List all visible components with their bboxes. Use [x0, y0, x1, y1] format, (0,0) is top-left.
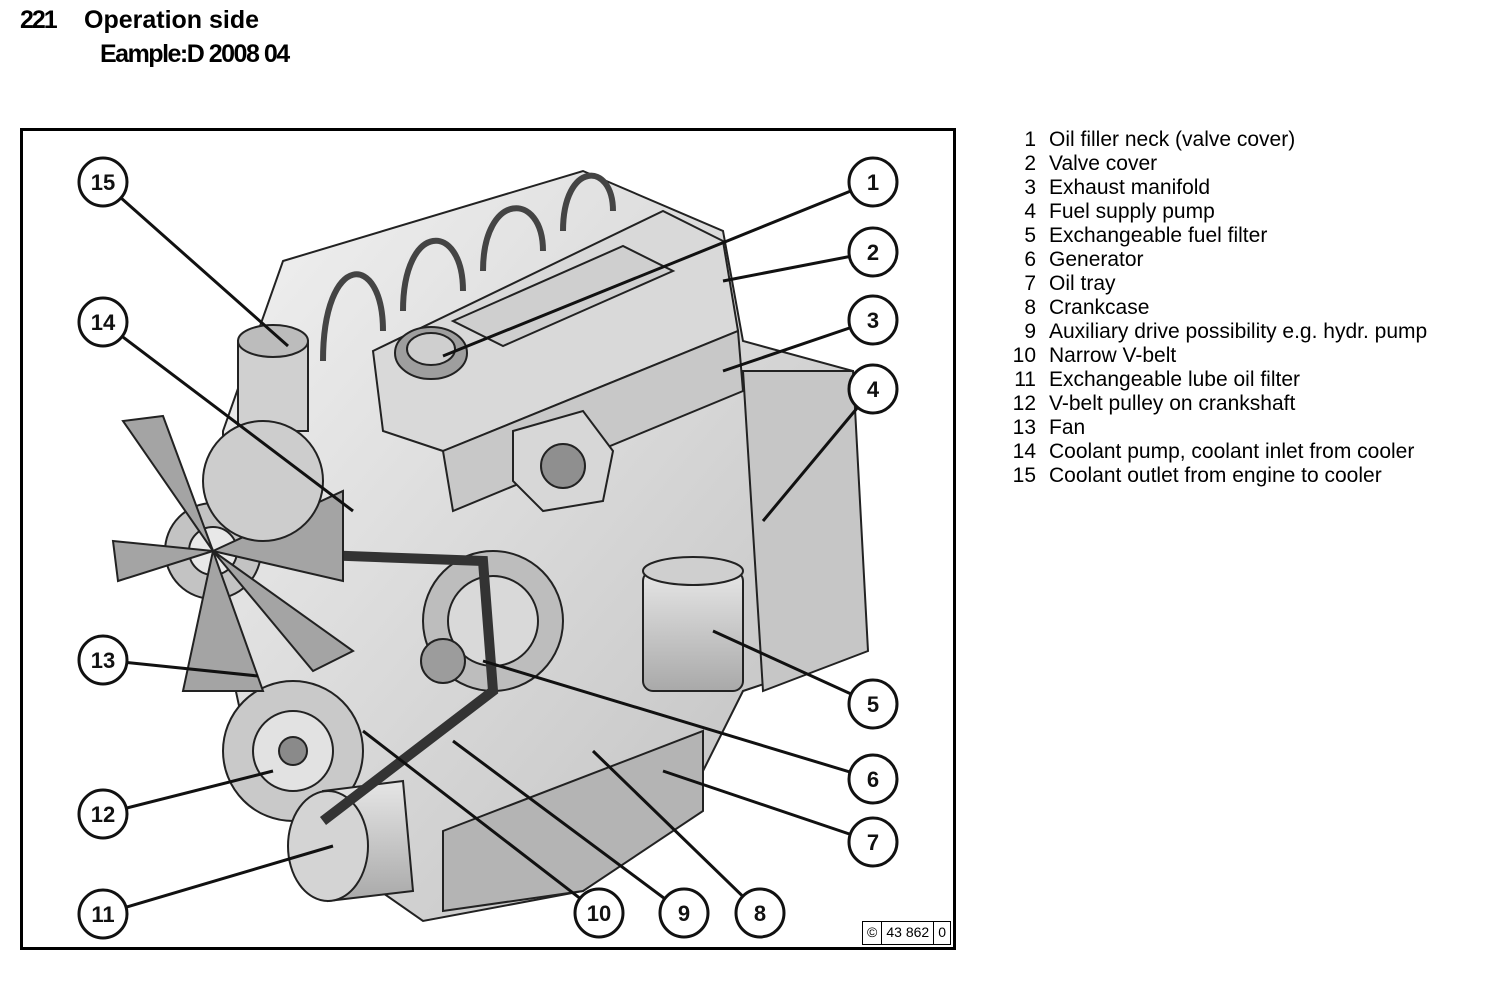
legend-text: Coolant pump, coolant inlet from cooler — [1049, 440, 1415, 463]
legend-text: Valve cover — [1049, 152, 1158, 175]
legend-text: Oil tray — [1049, 272, 1116, 295]
legend-item: 1 Oil filler neck (valve cover) — [1010, 128, 1427, 152]
engine-illustration: 15 14 13 12 11 1 2 3 4 5 6 7 10 9 8 — [77, 156, 899, 940]
legend-text: Oil filler neck (valve cover) — [1049, 128, 1296, 151]
legend-text: Generator — [1049, 248, 1144, 271]
svg-text:12: 12 — [91, 802, 115, 827]
svg-text:10: 10 — [587, 901, 611, 926]
legend-number: 9 — [1024, 320, 1036, 343]
svg-text:14: 14 — [91, 310, 116, 335]
callout-8: 8 — [734, 887, 786, 939]
leader-lines — [102, 180, 875, 916]
callout-4: 4 — [847, 363, 899, 415]
legend-number: 6 — [1024, 248, 1036, 271]
svg-text:15: 15 — [91, 170, 115, 195]
legend-number: 14 — [1012, 440, 1036, 463]
svg-text:5: 5 — [867, 692, 879, 717]
svg-text:13: 13 — [91, 648, 115, 673]
legend-text: Narrow V-belt — [1049, 344, 1177, 367]
legend-item: 8 Crankcase — [1010, 296, 1427, 320]
svg-text:2: 2 — [867, 240, 879, 265]
figure-id: 43 862 — [882, 922, 935, 944]
svg-text:1: 1 — [867, 170, 879, 195]
legend-text: Fuel supply pump — [1049, 200, 1215, 223]
callout-11: 11 — [77, 888, 129, 940]
legend-number: 15 — [1012, 464, 1036, 487]
callout-10: 10 — [573, 887, 625, 939]
legend-text: Coolant outlet from engine to cooler — [1049, 464, 1382, 487]
callout-15: 15 — [77, 156, 129, 208]
legend-text: Fan — [1049, 416, 1086, 439]
callout-2: 2 — [847, 226, 899, 278]
legend-item: 13 Fan — [1010, 416, 1427, 440]
figure-revision: 0 — [938, 924, 946, 940]
svg-text:9: 9 — [678, 901, 690, 926]
callout-9: 9 — [658, 887, 710, 939]
callout-13: 13 — [77, 634, 129, 686]
page-title: Operation side — [84, 6, 260, 34]
legend-text: Exchangeable lube oil filter — [1049, 368, 1300, 391]
legend-item: 14 Coolant pump, coolant inlet from coole… — [1010, 440, 1427, 464]
legend-number: 13 — [1012, 416, 1036, 439]
legend-item: 11 Exchangeable lube oil filter — [1010, 368, 1427, 392]
svg-text:7: 7 — [867, 830, 879, 855]
legend-item: 6 Generator — [1010, 248, 1427, 272]
legend-item: 12 V-belt pulley on crankshaft — [1010, 392, 1427, 416]
legend-text: V-belt pulley on crankshaft — [1049, 392, 1296, 415]
legend-number: 5 — [1024, 224, 1036, 247]
engine-figure: 15 14 13 12 11 1 2 3 4 5 6 7 10 9 8 © 43… — [20, 128, 956, 950]
callout-12: 12 — [77, 788, 129, 840]
legend-item: 5 Exchangeable fuel filter — [1010, 224, 1427, 248]
legend-text: Crankcase — [1049, 296, 1150, 319]
svg-text:8: 8 — [754, 901, 766, 926]
legend-item: 3 Exhaust manifold — [1010, 176, 1427, 200]
callout-1: 1 — [847, 156, 899, 208]
callout-3: 3 — [847, 294, 899, 346]
legend-text: Exhaust manifold — [1049, 176, 1211, 199]
section-number: 221 — [20, 6, 58, 34]
callout-5: 5 — [847, 678, 899, 730]
legend-number: 12 — [1012, 392, 1036, 415]
legend-item: 4 Fuel supply pump — [1010, 200, 1427, 224]
svg-text:3: 3 — [867, 308, 879, 333]
callout-7: 7 — [847, 816, 899, 868]
callout-6: 6 — [847, 753, 899, 805]
figure-id-box: © 43 862 0 — [862, 921, 951, 945]
legend-item: 10 Narrow V-belt — [1010, 344, 1427, 368]
copyright-icon: © — [863, 922, 883, 944]
legend-number: 7 — [1024, 272, 1036, 295]
svg-text:11: 11 — [91, 902, 114, 927]
legend-item: 7 Oil tray — [1010, 272, 1427, 296]
page-subtitle: Eample:D 2008 04 — [100, 40, 290, 68]
svg-text:4: 4 — [867, 377, 880, 402]
legend-number: 1 — [1024, 128, 1036, 151]
legend-item: 9 Auxiliary drive possibility e.g. hydr. … — [1010, 320, 1427, 344]
legend-text: Auxiliary drive possibility e.g. hydr. p… — [1049, 320, 1428, 343]
legend-text: Exchangeable fuel filter — [1049, 224, 1268, 247]
legend-number: 2 — [1024, 152, 1036, 175]
engine-block — [111, 169, 870, 923]
legend-number: 10 — [1012, 344, 1036, 367]
legend-item: 2 Valve cover — [1010, 152, 1427, 176]
legend-number: 3 — [1024, 176, 1036, 199]
legend-number: 11 — [1014, 368, 1036, 391]
parts-legend: 1 Oil filler neck (valve cover) 2 Valve co… — [1010, 128, 1428, 488]
legend-item: 15 Coolant outlet from engine to cooler — [1010, 464, 1427, 488]
legend-number: 8 — [1024, 296, 1036, 319]
svg-text:6: 6 — [867, 767, 879, 792]
callout-14: 14 — [77, 296, 129, 348]
legend-number: 4 — [1024, 200, 1036, 223]
